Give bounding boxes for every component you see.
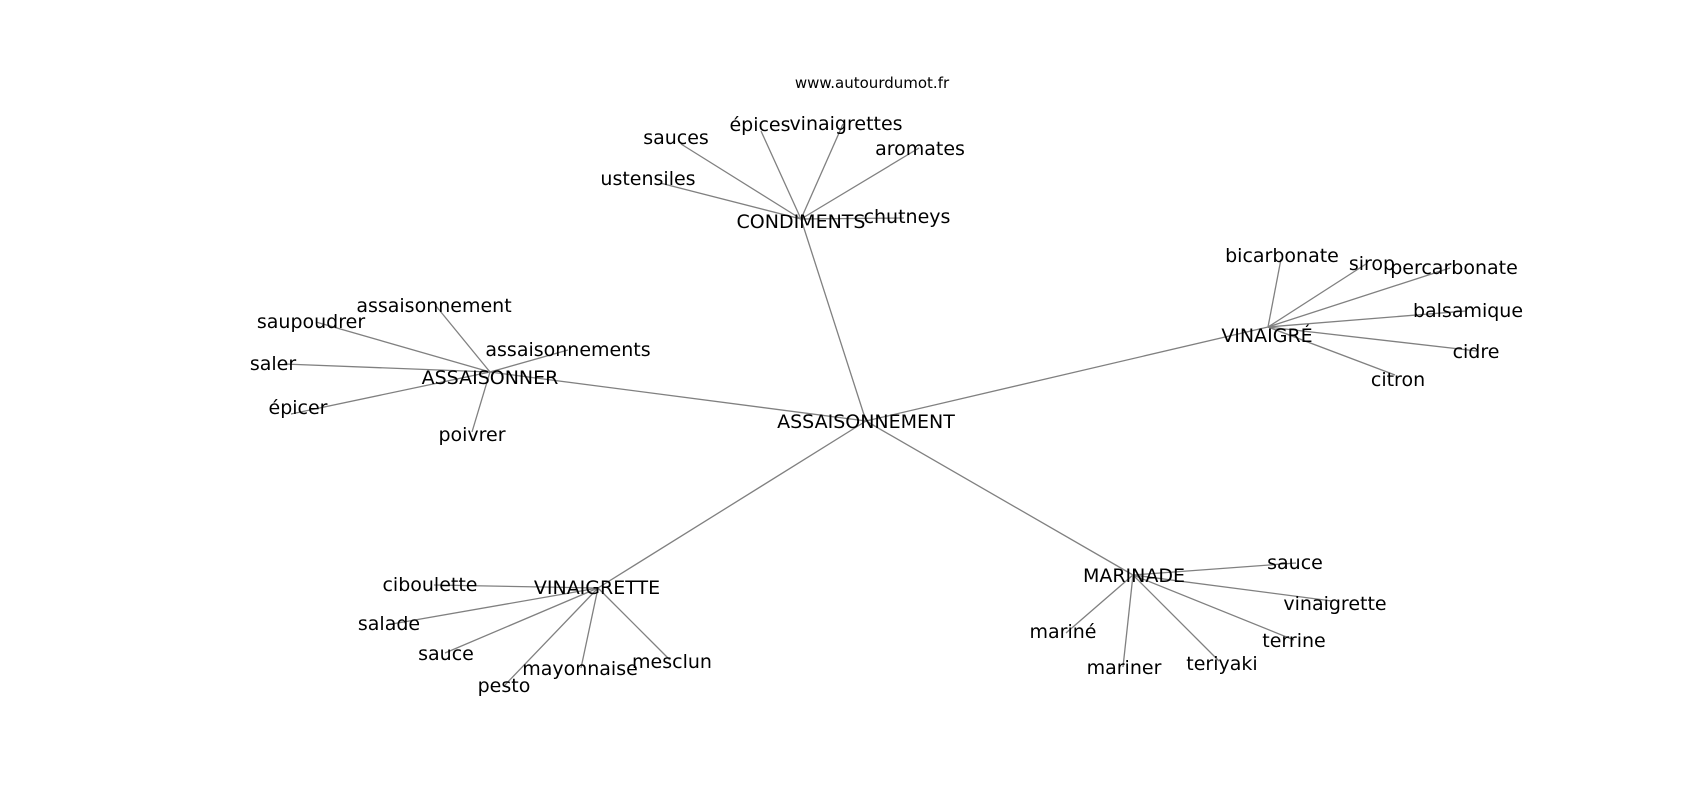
edge-center-marinade — [865, 420, 1134, 576]
node-leaf-vinaigre-percarbonate: percarbonate — [1390, 257, 1518, 279]
edge-center-vinaigrette — [597, 420, 867, 589]
node-leaf-assaisonner-saler: saler — [250, 353, 297, 375]
node-leaf-marinade-vinaigrette: vinaigrette — [1283, 593, 1386, 615]
edge-assaisonner-epicer — [290, 371, 491, 415]
node-leaf-assaisonner-saupoudrer: saupoudrer — [257, 311, 365, 333]
edge-vinaigre-percarbonate — [1267, 267, 1451, 328]
edge-condiments-ustensiles — [659, 182, 802, 220]
node-leaf-assaisonner-assaisonnements: assaisonnements — [485, 339, 650, 361]
edge-vinaigrette-pesto — [504, 587, 599, 686]
edge-vinaigrette-salade — [391, 587, 599, 625]
edge-condiments-sauces — [680, 143, 802, 220]
node-leaf-vinaigre-cidre: cidre — [1453, 341, 1500, 363]
node-leaf-vinaigre-sirop: sirop — [1349, 253, 1395, 275]
edge-center-condiments — [800, 218, 867, 422]
edge-condiments-aromates — [800, 147, 920, 220]
edge-marinade-sauce — [1132, 562, 1297, 576]
node-leaf-vinaigrette-mayonnaise: mayonnaise — [522, 658, 638, 680]
edge-marinade-marine — [1065, 574, 1134, 634]
edge-center-assaisonner — [489, 371, 867, 422]
edge-vinaigre-bicarbonate — [1267, 258, 1282, 328]
node-leaf-vinaigrette-sauce: sauce — [418, 643, 474, 665]
node-leaf-condiments-sauces: sauces — [643, 127, 709, 149]
edge-vinaigre-cidre — [1267, 326, 1478, 352]
node-leaf-vinaigrette-ciboulette: ciboulette — [382, 574, 477, 596]
edge-vinaigre-balsamique — [1267, 310, 1467, 328]
edge-vinaigrette-mayonnaise — [580, 587, 599, 669]
edge-vinaigre-citron — [1267, 326, 1396, 376]
node-leaf-condiments-epices: épices — [729, 114, 790, 136]
node-leaf-vinaigre-citron: citron — [1371, 369, 1425, 391]
node-hub-vinaigrette: VINAIGRETTE — [534, 577, 660, 599]
edge-assaisonner-saupoudrer — [315, 321, 491, 373]
edge-assaisonner-poivrer — [471, 371, 491, 433]
node-leaf-vinaigre-balsamique: balsamique — [1413, 300, 1523, 322]
edge-assaisonner-assaisonnement — [435, 305, 491, 373]
edge-condiments-vinaigrettes — [800, 123, 844, 220]
edge-assaisonner-assaisonnements — [489, 349, 569, 373]
node-leaf-marinade-terrine: terrine — [1262, 630, 1325, 652]
node-leaf-vinaigre-bicarbonate: bicarbonate — [1225, 245, 1339, 267]
edge-center-vinaigre — [865, 326, 1269, 422]
edge-vinaigre-sirop — [1267, 263, 1367, 328]
node-leaf-assaisonner-epicer: épicer — [269, 397, 328, 419]
node-leaf-marinade-teriyaki: teriyaki — [1186, 653, 1257, 675]
node-leaf-condiments-chutneys: chutneys — [864, 206, 951, 228]
node-leaf-condiments-vinaigrettes: vinaigrettes — [789, 113, 902, 135]
source-url: www.autourdumot.fr — [795, 74, 950, 92]
node-leaf-vinaigrette-salade: salade — [358, 613, 420, 635]
edge-vinaigrette-ciboulette — [433, 584, 599, 589]
node-hub-assaisonner: ASSAISONNER — [422, 367, 559, 389]
node-leaf-vinaigrette-mesclun: mesclun — [632, 651, 712, 673]
edge-marinade-teriyaki — [1132, 574, 1220, 662]
node-leaf-vinaigrette-pesto: pesto — [478, 675, 531, 697]
edge-vinaigrette-sauce — [444, 587, 599, 654]
edge-condiments-chutneys — [800, 217, 905, 220]
node-leaf-marinade-sauce: sauce — [1267, 552, 1323, 574]
graph-labels: ASSAISONNEMENTCONDIMENTSsaucesépicesvina… — [250, 113, 1523, 697]
node-center-label: ASSAISONNEMENT — [777, 411, 955, 433]
edge-vinaigrette-mesclun — [597, 587, 671, 661]
node-leaf-marinade-marine: mariné — [1030, 621, 1097, 643]
node-leaf-condiments-aromates: aromates — [875, 138, 965, 160]
node-leaf-marinade-mariner: mariner — [1087, 657, 1162, 679]
edge-marinade-terrine — [1132, 574, 1295, 641]
node-hub-marinade: MARINADE — [1083, 565, 1185, 587]
node-hub-condiments: CONDIMENTS — [737, 211, 866, 233]
edge-marinade-vinaigrette — [1132, 574, 1333, 602]
node-hub-vinaigre: VINAIGRÉ — [1221, 324, 1312, 347]
node-leaf-condiments-ustensiles: ustensiles — [600, 168, 695, 190]
edge-assaisonner-saler — [283, 363, 491, 373]
graph-edges — [283, 123, 1478, 686]
node-leaf-assaisonner-assaisonnement: assaisonnement — [356, 295, 511, 317]
edge-condiments-epices — [760, 130, 802, 220]
edge-marinade-mariner — [1122, 574, 1134, 668]
node-leaf-assaisonner-poivrer: poivrer — [438, 424, 505, 446]
